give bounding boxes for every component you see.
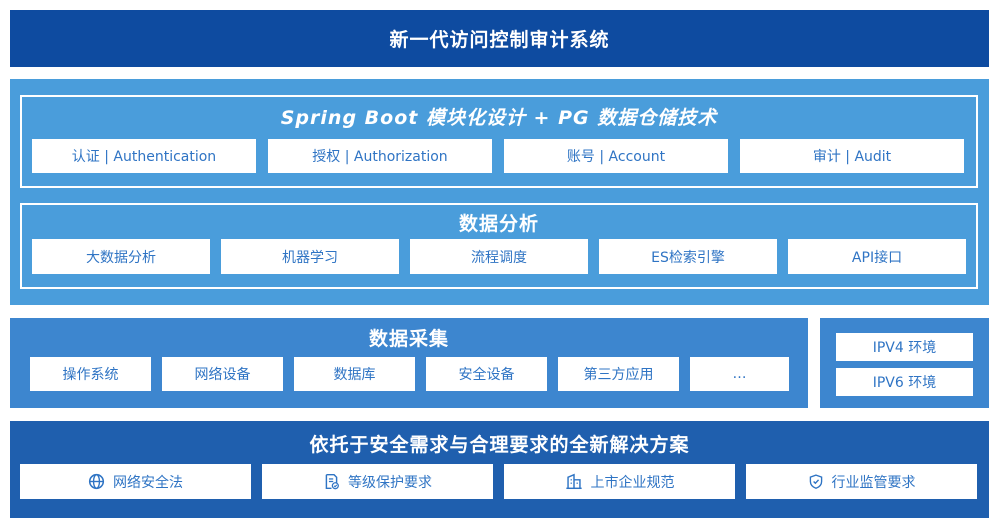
collection-item: 安全设备	[426, 357, 547, 391]
collection-panel: 数据采集 操作系统 网络设备 数据库 安全设备 第三方应用 …	[10, 318, 808, 408]
basis-item-cybersecurity-law: 网络安全法	[20, 464, 251, 499]
basis-item-listed-company: 上市企业规范	[504, 464, 735, 499]
building-icon	[565, 473, 582, 490]
collection-item-more: …	[690, 357, 789, 391]
platform-panel: Spring Boot 模块化设计 + PG 数据仓储技术 认证 | Authe…	[10, 79, 989, 305]
document-check-icon	[325, 473, 339, 490]
analysis-item: 大数据分析	[32, 239, 210, 274]
analysis-item: ES检索引擎	[599, 239, 777, 274]
analysis-frame: 数据分析 大数据分析 机器学习 流程调度 ES检索引擎 API接口	[20, 203, 978, 289]
module-authorization: 授权 | Authorization	[268, 139, 492, 173]
basis-item-industry-regulation: 行业监管要求	[746, 464, 977, 499]
analysis-item: API接口	[788, 239, 966, 274]
core-title: Spring Boot 模块化设计 + PG 数据仓储技术	[280, 107, 718, 129]
collection-item: 操作系统	[30, 357, 151, 391]
core-frame: Spring Boot 模块化设计 + PG 数据仓储技术 认证 | Authe…	[20, 95, 978, 188]
env-ipv6: IPV6 环境	[836, 368, 973, 396]
analysis-item: 流程调度	[410, 239, 588, 274]
module-audit: 审计 | Audit	[740, 139, 964, 173]
collection-item: 网络设备	[162, 357, 283, 391]
basis-item-label: 行业监管要求	[831, 474, 916, 491]
basis-item-label: 网络安全法	[113, 474, 183, 491]
analysis-item: 机器学习	[221, 239, 399, 274]
basis-item-label: 上市企业规范	[590, 474, 675, 491]
system-title: 新一代访问控制审计系统	[10, 10, 989, 67]
globe-icon	[88, 473, 105, 490]
basis-item-label: 等级保护要求	[348, 474, 432, 491]
environment-panel: IPV4 环境 IPV6 环境	[820, 318, 989, 408]
module-account: 账号 | Account	[504, 139, 728, 173]
basis-item-graded-protection: 等级保护要求	[262, 464, 493, 499]
collection-item: 数据库	[294, 357, 415, 391]
basis-panel: 依托于安全需求与合理要求的全新解决方案 网络安全法 等级保护要求 上市	[10, 421, 989, 518]
shield-check-icon	[809, 474, 822, 490]
collection-title: 数据采集	[368, 328, 449, 350]
collection-item: 第三方应用	[558, 357, 679, 391]
analysis-title: 数据分析	[458, 213, 539, 235]
env-ipv4: IPV4 环境	[836, 333, 973, 361]
module-authentication: 认证 | Authentication	[32, 139, 256, 173]
basis-title: 依托于安全需求与合理要求的全新解决方案	[309, 434, 690, 456]
